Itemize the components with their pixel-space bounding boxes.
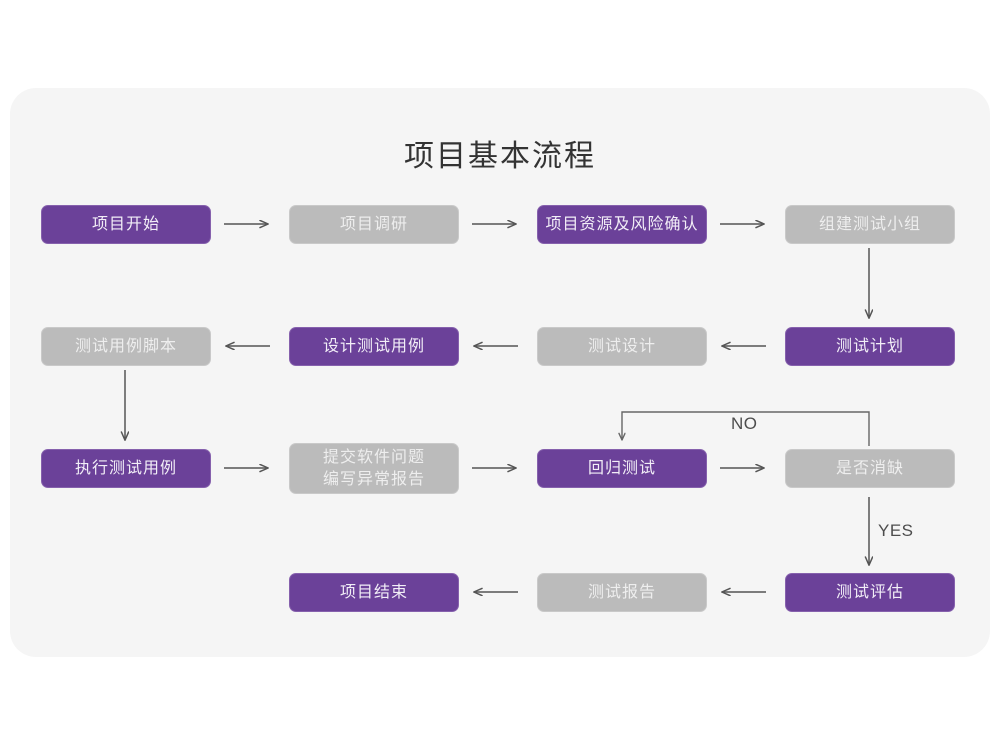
node-resource-risk-confirm[interactable]: 项目资源及风险确认 bbox=[537, 205, 707, 244]
node-test-report[interactable]: 测试报告 bbox=[537, 573, 707, 612]
node-label: 测试评估 bbox=[835, 583, 904, 601]
node-label: 执行测试用例 bbox=[74, 459, 177, 477]
node-label: 回归测试 bbox=[587, 459, 656, 477]
node-label: 测试设计 bbox=[587, 337, 656, 355]
node-project-start[interactable]: 项目开始 bbox=[41, 205, 211, 244]
node-label: 测试计划 bbox=[835, 337, 904, 355]
node-project-research[interactable]: 项目调研 bbox=[289, 205, 459, 244]
node-is-defect-resolved[interactable]: 是否消缺 bbox=[785, 449, 955, 488]
node-test-plan[interactable]: 测试计划 bbox=[785, 327, 955, 366]
node-label: 测试用例脚本 bbox=[74, 337, 177, 355]
node-label: 设计测试用例 bbox=[322, 337, 425, 355]
edge-label-no: NO bbox=[731, 414, 758, 433]
node-design-test-case[interactable]: 设计测试用例 bbox=[289, 327, 459, 366]
node-regression-test[interactable]: 回归测试 bbox=[537, 449, 707, 488]
diagram-panel bbox=[10, 88, 990, 657]
edge-label-yes: YES bbox=[878, 521, 914, 540]
node-label: 测试报告 bbox=[587, 583, 656, 601]
node-label: 项目开始 bbox=[91, 215, 160, 233]
node-execute-test-case[interactable]: 执行测试用例 bbox=[41, 449, 211, 488]
node-label: 组建测试小组 bbox=[818, 215, 921, 233]
node-project-end[interactable]: 项目结束 bbox=[289, 573, 459, 612]
node-label: 项目结束 bbox=[339, 583, 408, 601]
node-test-design[interactable]: 测试设计 bbox=[537, 327, 707, 366]
node-label: 项目资源及风险确认 bbox=[545, 215, 699, 233]
page-title: 项目基本流程 bbox=[404, 140, 596, 173]
node-submit-bug-report[interactable]: 提交软件问题 编写异常报告 bbox=[289, 443, 459, 494]
node-test-evaluation[interactable]: 测试评估 bbox=[785, 573, 955, 612]
node-label: 是否消缺 bbox=[835, 459, 904, 477]
node-test-case-script[interactable]: 测试用例脚本 bbox=[41, 327, 211, 366]
node-label: 项目调研 bbox=[339, 215, 408, 233]
node-build-test-team[interactable]: 组建测试小组 bbox=[785, 205, 955, 244]
node-label: 提交软件问题 编写异常报告 bbox=[322, 448, 425, 488]
